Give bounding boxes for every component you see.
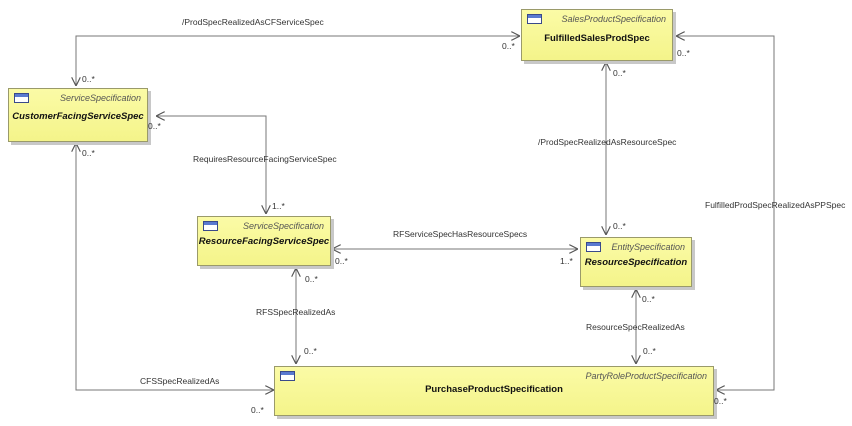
association-label: FulfilledProdSpecRealizedAsPPSpec <box>705 200 846 210</box>
class-icon <box>203 221 218 231</box>
class-icon <box>14 93 29 103</box>
association-label: ResourceSpecRealizedAs <box>586 322 685 332</box>
class-stereotype: EntitySpecification <box>611 242 685 252</box>
multiplicity: 1..* <box>560 256 573 266</box>
class-stereotype: ServiceSpecification <box>59 93 141 103</box>
class-customer-facing-service-spec[interactable]: ServiceSpecification CustomerFacingServi… <box>8 88 148 142</box>
multiplicity: 0..* <box>82 148 95 158</box>
association-label: RFSSpecRealizedAs <box>256 307 336 317</box>
association-label: /ProdSpecRealizedAsCFServiceSpec <box>182 17 324 27</box>
association-label: /ProdSpecRealizedAsResourceSpec <box>538 137 677 147</box>
class-fulfilled-sales-prod-spec[interactable]: SalesProductSpecification FulfilledSales… <box>521 9 673 61</box>
class-name: CustomerFacingServiceSpec <box>12 111 144 122</box>
class-purchase-product-specification[interactable]: PartyRoleProductSpecification PurchasePr… <box>274 366 714 416</box>
class-name: FulfilledSalesProdSpec <box>544 33 650 44</box>
class-name: PurchaseProductSpecification <box>425 384 563 395</box>
class-name: ResourceFacingServiceSpec <box>198 236 330 247</box>
multiplicity: 1..* <box>272 201 285 211</box>
association-requires-rfs <box>156 116 266 214</box>
multiplicity: 0..* <box>305 274 318 284</box>
class-resource-facing-service-spec[interactable]: ServiceSpecification ResourceFacingServi… <box>197 216 331 266</box>
class-stereotype: SalesProductSpecification <box>561 14 666 24</box>
multiplicity: 0..* <box>714 396 727 406</box>
class-stereotype: PartyRoleProductSpecification <box>585 371 707 381</box>
association-prod-spec-cf <box>76 36 520 86</box>
class-resource-specification[interactable]: EntitySpecification ResourceSpecificatio… <box>580 237 692 287</box>
association-label: RFServiceSpecHasResourceSpecs <box>393 229 528 239</box>
association-fulfilled-pp <box>676 36 775 390</box>
class-icon <box>586 242 601 252</box>
multiplicity: 0..* <box>251 405 264 415</box>
multiplicity: 0..* <box>82 74 95 84</box>
multiplicity: 0..* <box>643 346 656 356</box>
multiplicity: 0..* <box>613 68 626 78</box>
multiplicity: 0..* <box>677 48 690 58</box>
class-stereotype: ServiceSpecification <box>242 221 324 231</box>
multiplicity: 0..* <box>335 256 348 266</box>
class-name: ResourceSpecification <box>584 257 688 268</box>
association-label: RequiresResourceFacingServiceSpec <box>193 154 337 164</box>
association-cfs-realized <box>76 143 274 390</box>
multiplicity: 0..* <box>613 221 626 231</box>
multiplicity: 0..* <box>642 294 655 304</box>
multiplicity: 0..* <box>502 41 515 51</box>
class-icon <box>280 371 295 381</box>
association-label: CFSSpecRealizedAs <box>140 376 220 386</box>
multiplicity: 0..* <box>148 121 161 131</box>
class-icon <box>527 14 542 24</box>
multiplicity: 0..* <box>304 346 317 356</box>
